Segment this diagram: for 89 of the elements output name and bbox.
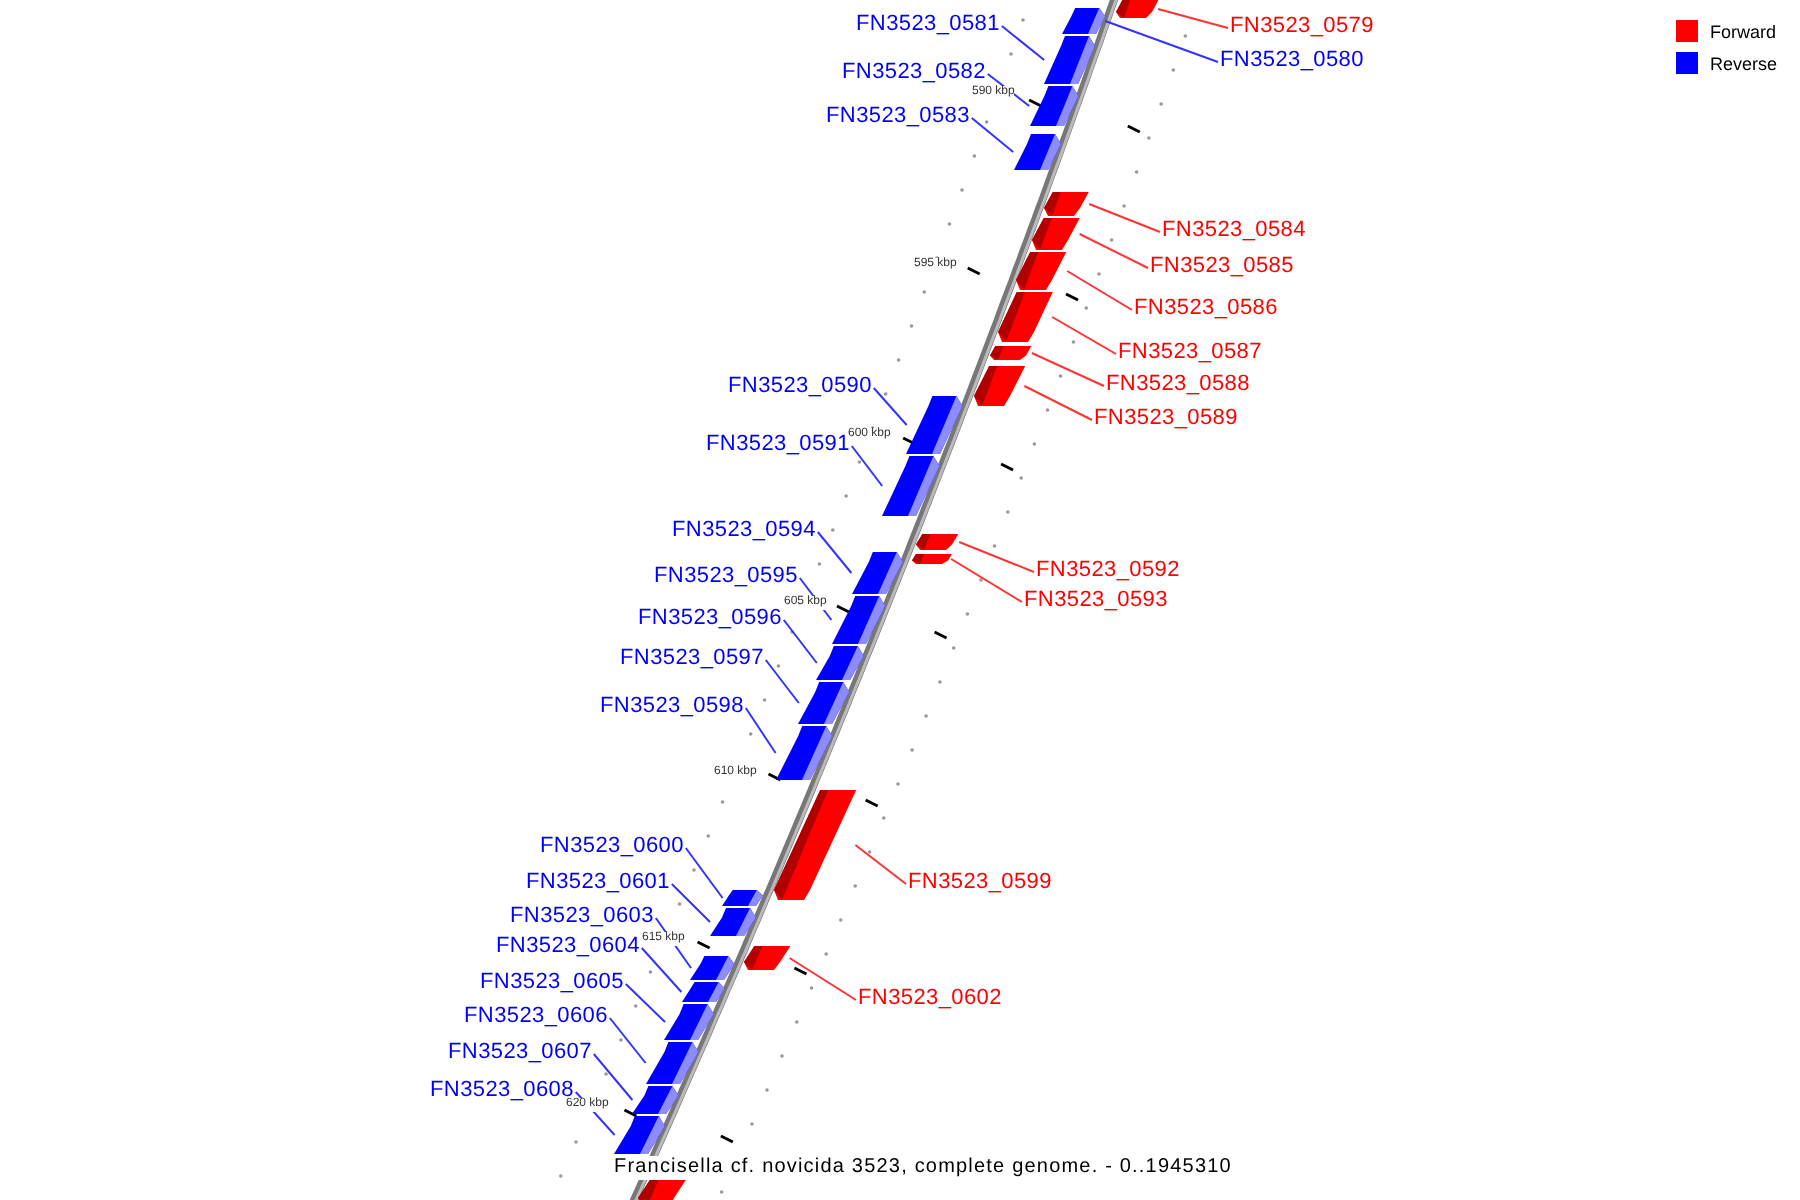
leader-line bbox=[640, 947, 683, 993]
gene-label: FN3523_0593 bbox=[1024, 588, 1168, 612]
forward-gene-block bbox=[911, 554, 952, 564]
forward-gene-block bbox=[1016, 252, 1068, 290]
gene-label: FN3523_0606 bbox=[464, 1004, 608, 1028]
gene-label: FN3523_0580 bbox=[1220, 48, 1364, 72]
gene-label: FN3523_0583 bbox=[826, 104, 970, 128]
gene-label: FN3523_0581 bbox=[856, 12, 1000, 36]
gene-label: FN3523_0590 bbox=[728, 374, 872, 398]
forward-gene-block bbox=[773, 790, 856, 900]
forward-gene-block bbox=[973, 366, 1025, 406]
gene-label: FN3523_0607 bbox=[448, 1040, 592, 1064]
gene-label: FN3523_0598 bbox=[600, 694, 744, 718]
reverse-gene-block bbox=[1013, 134, 1061, 170]
leader-line bbox=[1104, 20, 1219, 63]
gene-label: FN3523_0603 bbox=[510, 904, 654, 928]
gene-label: FN3523_0596 bbox=[638, 606, 782, 630]
reverse-gene-block bbox=[906, 396, 963, 454]
reverse-gene-block bbox=[1062, 8, 1106, 34]
leader-line bbox=[654, 917, 692, 969]
leader-line bbox=[854, 844, 907, 885]
leader-line bbox=[1078, 233, 1149, 269]
forward-gene-block bbox=[990, 346, 1032, 360]
gene-label: FN3523_0579 bbox=[1230, 14, 1374, 38]
gene-label: FN3523_0582 bbox=[842, 60, 986, 84]
reverse-gene-block bbox=[709, 908, 756, 936]
gene-label: FN3523_0602 bbox=[858, 986, 1002, 1010]
reverse-gene-block bbox=[882, 456, 940, 516]
legend-label: Forward bbox=[1710, 20, 1777, 44]
legend-label: Reverse bbox=[1710, 52, 1778, 76]
reverse-gene-block bbox=[681, 982, 725, 1002]
leader-line bbox=[850, 445, 884, 487]
gene-label: FN3523_0594 bbox=[672, 518, 816, 542]
leader-line bbox=[782, 619, 818, 664]
reverse-gene-block bbox=[831, 596, 885, 644]
gene-label: FN3523_0604 bbox=[496, 934, 640, 958]
forward-gene-block bbox=[997, 292, 1053, 342]
reverse-gene-block bbox=[816, 646, 865, 680]
leader-line bbox=[958, 541, 1035, 573]
gene-label: FN3523_0599 bbox=[908, 870, 1052, 894]
reverse-gene-block bbox=[632, 1086, 679, 1114]
gene-label: FN3523_0608 bbox=[430, 1078, 574, 1102]
leader-line bbox=[1023, 385, 1093, 421]
reverse-gene-block bbox=[645, 1042, 699, 1084]
leader-line bbox=[744, 707, 777, 754]
leader-line bbox=[574, 1091, 616, 1136]
gene-label: FN3523_0585 bbox=[1150, 254, 1294, 278]
reverse-gene-block bbox=[798, 682, 850, 724]
reverse-gene-block bbox=[851, 552, 903, 594]
leader-line bbox=[1030, 352, 1105, 387]
reverse-gene-block bbox=[690, 956, 736, 980]
gene-label: FN3523_0588 bbox=[1106, 372, 1250, 396]
leader-line bbox=[670, 883, 711, 923]
gene-label: FN3523_0592 bbox=[1036, 558, 1180, 582]
leader-line bbox=[684, 847, 724, 899]
leader-line bbox=[788, 957, 857, 1001]
leader-line bbox=[970, 117, 1015, 153]
gene-label: FN3523_0597 bbox=[620, 646, 764, 670]
gene-label: FN3523_0586 bbox=[1134, 296, 1278, 320]
leader-line bbox=[592, 1053, 634, 1101]
gene-label: FN3523_0584 bbox=[1162, 218, 1306, 242]
leader-line bbox=[1000, 25, 1046, 61]
leader-line bbox=[872, 387, 908, 426]
forward-gene-block bbox=[1044, 192, 1090, 216]
leader-line bbox=[1157, 8, 1229, 29]
forward-gene-block bbox=[743, 946, 790, 970]
reverse-gene-block bbox=[775, 726, 832, 780]
gene-label: FN3523_0589 bbox=[1094, 406, 1238, 430]
gene-label: FN3523_0605 bbox=[480, 970, 624, 994]
leader-line bbox=[608, 1017, 647, 1064]
gene-label: FN3523_0600 bbox=[540, 834, 684, 858]
gene-label: FN3523_0595 bbox=[654, 564, 798, 588]
leader-line bbox=[950, 558, 1023, 603]
leader-line bbox=[1066, 270, 1133, 311]
forward-gene-block bbox=[1115, 0, 1158, 18]
forward-gene-block bbox=[916, 534, 960, 550]
gene-label: FN3523_0591 bbox=[706, 432, 850, 456]
forward-gene-block bbox=[1031, 218, 1080, 250]
leader-line bbox=[1088, 203, 1161, 233]
reverse-gene-block bbox=[722, 890, 764, 906]
caption: Francisella cf. novicida 3523, complete genome. - 0..1945310 bbox=[612, 1156, 1234, 1180]
reverse-gene-block bbox=[1029, 86, 1078, 126]
leader-line bbox=[764, 659, 800, 704]
gene-label: FN3523_0601 bbox=[526, 870, 670, 894]
reverse-gene-block bbox=[614, 1116, 666, 1154]
leader-line bbox=[624, 983, 666, 1023]
leader-line bbox=[1051, 316, 1117, 355]
leader-line bbox=[816, 531, 853, 574]
gene-label: FN3523_0587 bbox=[1118, 340, 1262, 364]
